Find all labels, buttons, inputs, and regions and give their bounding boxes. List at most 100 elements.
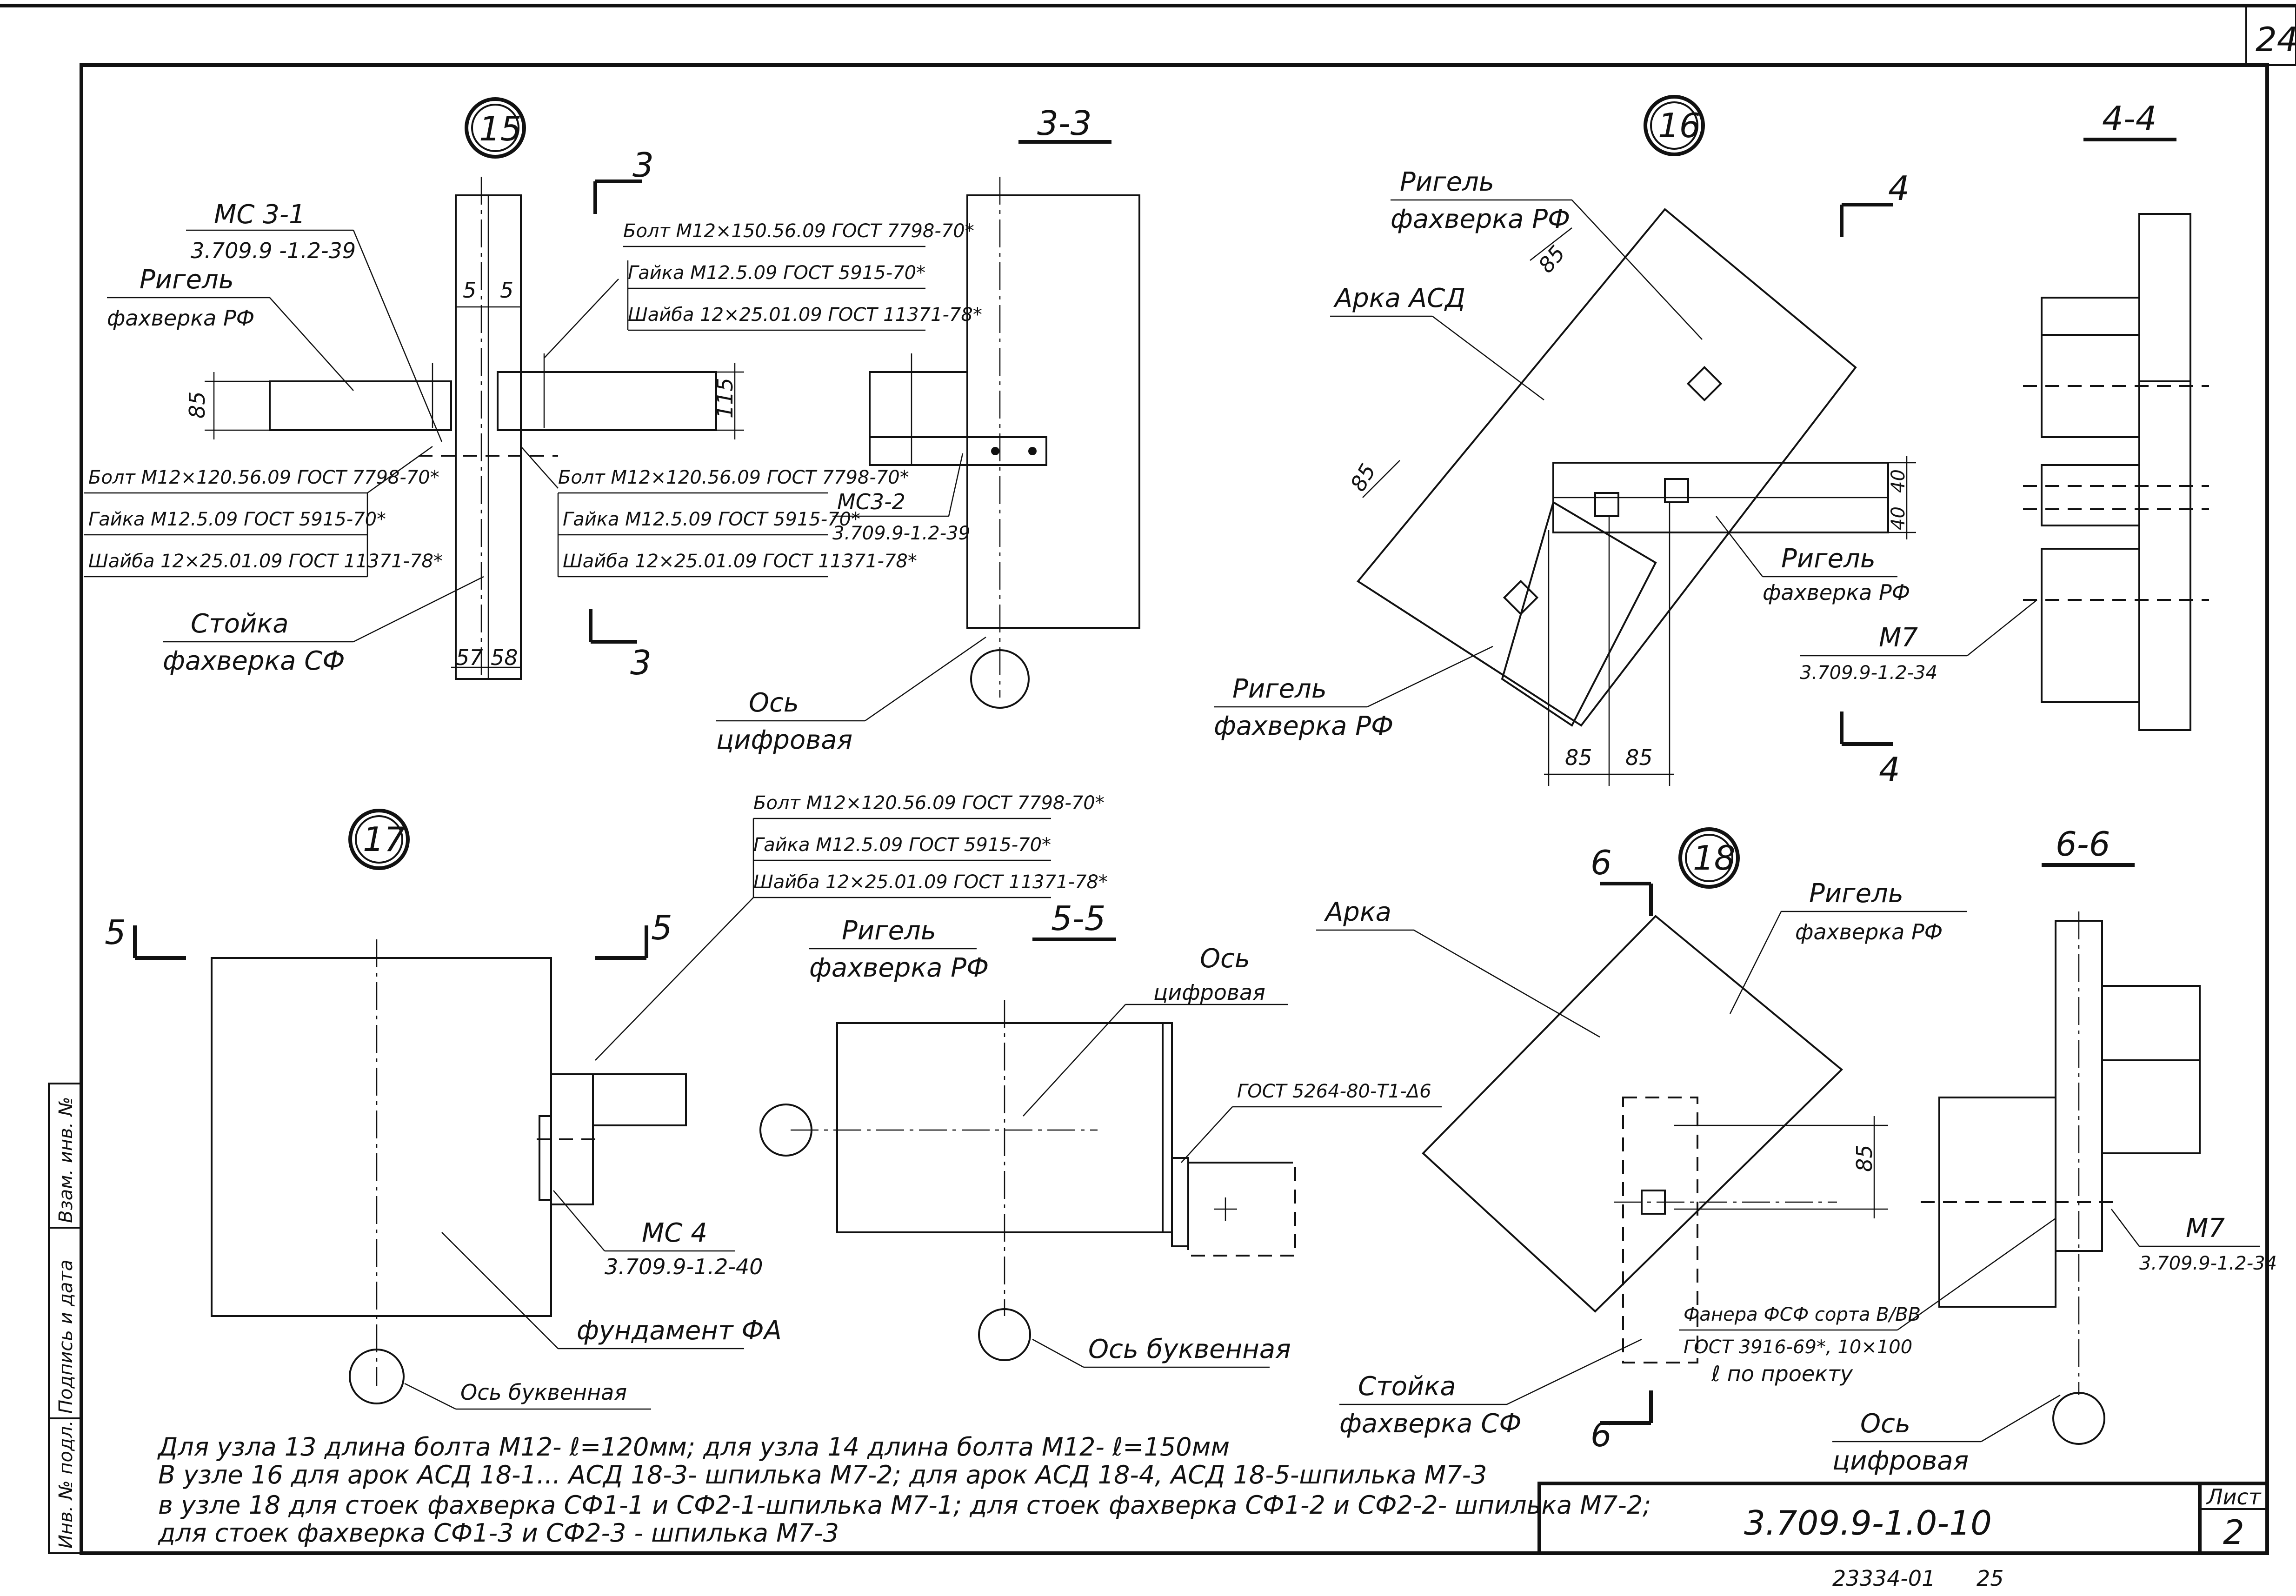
section-6-6-title: 6-6 <box>2056 825 2110 864</box>
notes: Для узла 13 длина болта М12- ℓ=120мм; дл… <box>157 1432 1651 1548</box>
ms3-1-label: МС 3-1 <box>214 200 306 230</box>
n15-nut-top: Гайка М12.5.09 ГОСТ 5915-70* <box>628 262 925 284</box>
n18-rigel2: фахверка РФ <box>1795 919 1943 944</box>
section-5-5: 5-5 Ригель фахверка РФ Ось цифровая ГОСТ… <box>759 899 1442 1368</box>
n16-dim-85c: 85 <box>1533 241 1570 278</box>
stamp-signature: Подпись и дата <box>55 1260 77 1414</box>
s66-axis: Ось <box>1860 1409 1910 1439</box>
n18-fanera2: ГОСТ 3916-69*, 10×100 <box>1684 1337 1912 1358</box>
n18-stoika: Стойка <box>1358 1371 1456 1402</box>
n18-fanera: Фанера ФСФ сорта В/ВВ <box>1684 1304 1921 1325</box>
n15-stoika2: фахверка СФ <box>163 646 345 676</box>
n15-stoika: Стойка <box>191 609 289 639</box>
s33-axis: Ось <box>749 688 799 718</box>
node-16: 16 4 4 85 85 40 40 85 85 Ригель <box>1214 95 1916 789</box>
n17-ms-ref: 3.709.9-1.2-40 <box>605 1254 763 1279</box>
s55-axis-dig2: цифровая <box>1153 980 1265 1005</box>
n15-bolt-right: Болт М12×120.56.09 ГОСТ 7798-70* <box>558 467 909 488</box>
title-sheet-number: 2 <box>2223 1513 2244 1552</box>
corner-number-box <box>2245 5 2296 66</box>
ms3-1-ref: 3.709.9 -1.2-39 <box>191 238 356 263</box>
n18-fanera3: ℓ по проекту <box>1711 1361 1853 1386</box>
cut-4-top: 4 <box>1888 169 1910 208</box>
cut-6-bottom: 6 <box>1591 1415 1612 1454</box>
n15-washer-top: Шайба 12×25.01.09 ГОСТ 11371-78* <box>628 304 982 326</box>
s55-axis-let: Ось буквенная <box>1088 1334 1291 1364</box>
note-4: для стоек фахверка СФ1-3 и СФ2-3 - шпиль… <box>158 1518 839 1548</box>
n15-rigel-label: Ригель <box>140 265 234 295</box>
node-18: 18 85 6 6 Арка Ригель фахверка РФ Фанера… <box>1316 827 2056 1454</box>
dim-5a: 5 <box>463 278 476 303</box>
n17-axis: Ось буквенная <box>460 1380 627 1405</box>
n17-washer: Шайба 12×25.01.09 ГОСТ 11371-78* <box>753 871 1108 893</box>
n17-ms: МС 4 <box>642 1218 707 1248</box>
n16-rigel-right: Ригель <box>1781 544 1876 574</box>
s33-axis2: цифровая <box>716 725 852 755</box>
s55-rigel: Ригель <box>842 916 936 946</box>
side-stamp: Взам. инв. № Подпись и дата Инв. № подл. <box>48 1083 82 1554</box>
node-16-number: 16 <box>1658 106 1701 145</box>
cut-5-right: 5 <box>651 908 672 947</box>
n18-stoika2: фахверка СФ <box>1339 1409 1522 1439</box>
section-5-5-title: 5-5 <box>1051 899 1106 938</box>
n16-rigel-bottom: Ригель <box>1232 674 1327 704</box>
s66-axis2: цифровая <box>1832 1446 1969 1476</box>
n16-rigel-top2: фахверка РФ <box>1391 204 1570 234</box>
n15-washer-left: Шайба 12×25.01.09 ГОСТ 11371-78* <box>88 551 443 572</box>
title-sheet-label: Лист <box>2206 1484 2262 1510</box>
s44-m7: М7 <box>1879 623 1918 653</box>
section-3-3: 3-3 МС3-2 3.709.9-1.2-39 Ось цифровая <box>716 104 1140 755</box>
cut-3-top: 3 <box>632 146 654 185</box>
n15-bolt-top: Болт М12×150.56.09 ГОСТ 7798-70* <box>623 220 974 242</box>
n16-rigel-bottom2: фахверка РФ <box>1214 711 1393 741</box>
section-3-3-title: 3-3 <box>1037 104 1092 143</box>
n15-bolt-left: Болт М12×120.56.09 ГОСТ 7798-70* <box>88 467 439 488</box>
n16-arka: Арка АСД <box>1333 283 1465 313</box>
cut-6-top: 6 <box>1591 843 1612 882</box>
n16-dim-85d: 85 <box>1345 459 1381 496</box>
note-3: в узле 18 для стоек фахверка СФ1-1 и СФ2… <box>158 1490 1651 1520</box>
dim-115: 115 <box>712 378 738 419</box>
s33-ms: МС3-2 <box>837 489 905 514</box>
s44-m7-ref: 3.709.9-1.2-34 <box>1800 662 1937 684</box>
node-15-number: 15 <box>479 109 522 148</box>
n15-washer-right: Шайба 12×25.01.09 ГОСТ 11371-78* <box>563 551 917 572</box>
n15-nut-right: Гайка М12.5.09 ГОСТ 5915-70* <box>563 509 860 530</box>
n17-fund: фундамент ФА <box>577 1316 782 1346</box>
title-format: 25 <box>1977 1566 2004 1591</box>
n17-nut: Гайка М12.5.09 ГОСТ 5915-70* <box>753 834 1051 856</box>
corner-number: 24 <box>2256 20 2296 59</box>
cut-3-bottom: 3 <box>630 643 652 682</box>
title-designation: 3.709.9-1.0-10 <box>1744 1503 1992 1543</box>
n16-dim-85b: 85 <box>1625 745 1653 770</box>
n18-rigel: Ригель <box>1809 878 1903 909</box>
node-15: 15 3 3 85 115 5 5 57 58 <box>84 97 982 682</box>
s33-ms-ref: 3.709.9-1.2-39 <box>832 523 970 544</box>
n18-dim-85: 85 <box>1852 1144 1877 1172</box>
n16-dim-40b: 40 <box>1888 506 1909 530</box>
n16-rigel-top: Ригель <box>1400 167 1494 197</box>
note-1: Для узла 13 длина болта М12- ℓ=120мм; дл… <box>157 1432 1230 1462</box>
section-4-4-title: 4-4 <box>2102 99 2157 138</box>
n15-nut-left: Гайка М12.5.09 ГОСТ 5915-70* <box>88 509 386 530</box>
s55-gost: ГОСТ 5264-80-Т1-Δ6 <box>1237 1081 1431 1102</box>
s55-rigel2: фахверка РФ <box>809 953 989 983</box>
n16-dim-40a: 40 <box>1888 469 1909 493</box>
title-block: Лист 2 3.709.9-1.0-10 23334-01 25 <box>1537 1482 2269 1591</box>
node-17-number: 17 <box>363 820 406 859</box>
cut-4-bottom: 4 <box>1879 750 1900 789</box>
dim-5b: 5 <box>500 278 513 303</box>
s66-m7: М7 <box>2186 1213 2225 1244</box>
n15-rigel-label2: фахверка РФ <box>107 306 254 331</box>
dim-85: 85 <box>185 391 210 419</box>
n16-rigel-right2: фахверка РФ <box>1763 580 1910 605</box>
section-4-4: 4-4 М7 3.709.9-1.2-34 <box>1800 99 2209 731</box>
note-2: В узле 16 для арок АСД 18-1... АСД 18-3-… <box>158 1460 1487 1490</box>
node-18-number: 18 <box>1693 838 1736 878</box>
drawing-frame <box>80 63 2269 1555</box>
section-6-6: 6-6 М7 3.709.9-1.2-34 Ось цифровая <box>1832 825 2277 1476</box>
n17-bolt: Болт М12×120.56.09 ГОСТ 7798-70* <box>753 792 1105 814</box>
n18-arka: Арка <box>1324 897 1391 927</box>
stamp-inv: Инв. № подл. <box>55 1420 77 1549</box>
